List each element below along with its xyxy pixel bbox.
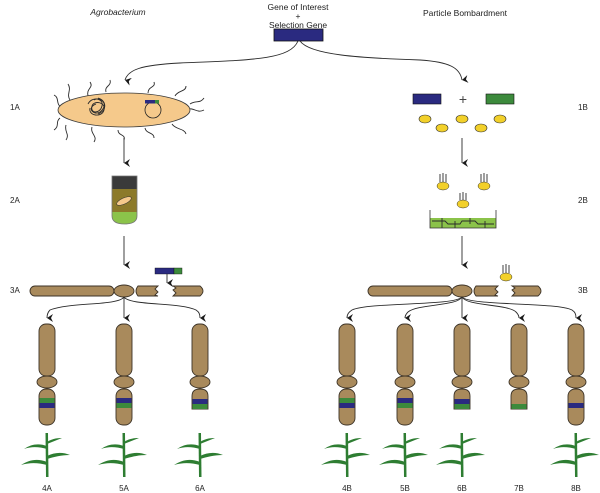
culture-tube (111, 175, 138, 225)
outcomes-agrobacterium: 4A 5A 6A (21, 323, 223, 493)
gene-of-interest-band (192, 399, 208, 404)
plant-icon (379, 433, 428, 477)
method-particle-bombardment: Particle Bombardment (423, 8, 508, 18)
gold-particles (418, 114, 507, 133)
outcome-label: 4A (42, 484, 52, 493)
chromosome-5a (113, 323, 135, 426)
selection-gene-band (39, 398, 55, 403)
step-3b-label: 3B (578, 286, 588, 295)
branch-arrows-b (346, 296, 583, 323)
outcome-6b: 6B (436, 323, 485, 493)
bombardment-particles (436, 173, 491, 209)
outcome-8b: 8B (550, 323, 599, 493)
chromosome-6a (189, 323, 211, 410)
selection-gene-band (192, 404, 208, 409)
agrobacterium-cell (53, 79, 205, 143)
gene-of-interest-band (568, 403, 584, 408)
plant-icon (21, 433, 70, 477)
title-plus: + (296, 11, 301, 21)
gene-of-interest-band (116, 398, 132, 403)
outcome-5a: 5A (98, 323, 147, 493)
insert-construct (154, 267, 175, 275)
chromosome-3a (29, 267, 204, 298)
title-selection-gene: Selection Gene (269, 20, 327, 30)
gene-construct-box (273, 28, 324, 42)
chromosome-7b (508, 323, 530, 410)
selection-gene-band (339, 398, 355, 403)
selection-gene-band (397, 403, 413, 408)
plant-icon (321, 433, 370, 477)
chromosome-4a (36, 323, 58, 426)
selection-gene-band (511, 404, 527, 409)
step-1b-label: 1B (578, 103, 588, 112)
outcome-4b: 4B (321, 323, 370, 493)
step-2a-label: 2A (10, 196, 20, 205)
title-gene-of-interest: Gene of Interest (268, 2, 330, 12)
arrow-to-bombardment (299, 40, 469, 83)
outcome-label: 5A (119, 484, 129, 493)
arrow-to-agrobacterium (124, 40, 299, 86)
outcomes-bombardment: 4B 5B 6B 7B 8B (321, 323, 599, 493)
selection-gene-box (485, 93, 515, 105)
chromosome-6b (451, 323, 473, 410)
gene-of-interest-box (412, 93, 442, 105)
outcome-label: 6B (457, 484, 467, 493)
gene-of-interest-band (339, 403, 355, 408)
chromosome-5b (394, 323, 416, 426)
step-1a-label: 1A (10, 103, 20, 112)
plant-icon (174, 433, 223, 477)
gene-of-interest-band (454, 399, 470, 404)
outcome-label: 7B (514, 484, 524, 493)
outcome-label: 4B (342, 484, 352, 493)
plus-sign: + (459, 91, 467, 107)
outcome-label: 5B (400, 484, 410, 493)
outcome-4a: 4A (21, 323, 70, 493)
plant-icon (436, 433, 485, 477)
branch-arrows-a (46, 296, 207, 323)
chromosome-3b (367, 264, 542, 298)
step-2b-label: 2B (578, 196, 588, 205)
outcome-7b: 7B (508, 323, 530, 493)
selection-gene-band (454, 404, 470, 409)
plant-tissue-dish (429, 210, 497, 229)
selection-gene-band (116, 403, 132, 408)
outcome-5b: 5B (379, 323, 428, 493)
outcome-label: 6A (195, 484, 205, 493)
gene-of-interest-band (397, 398, 413, 403)
chromosome-4b (336, 323, 358, 426)
gene-of-interest-band (39, 403, 55, 408)
plant-icon (98, 433, 147, 477)
chromosome-8b (565, 323, 587, 426)
method-agrobacterium: Agrobacterium (89, 7, 145, 17)
step-3a-label: 3A (10, 286, 20, 295)
plant-icon (550, 433, 599, 477)
outcome-label: 8B (571, 484, 581, 493)
outcome-6a: 6A (174, 323, 223, 493)
